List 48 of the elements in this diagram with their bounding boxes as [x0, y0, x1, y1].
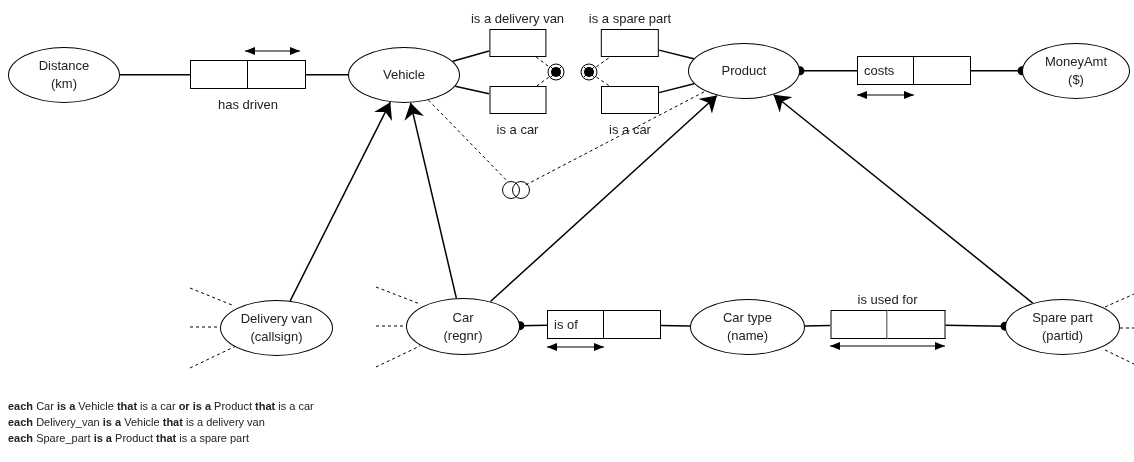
entity-name: MoneyAmt: [1044, 53, 1108, 71]
fact-label: is a car: [496, 122, 539, 138]
equality-constraint-icon: [500, 181, 532, 199]
subtype-arrow: [772, 94, 1034, 304]
entity-ellipse: [220, 300, 333, 356]
role-box: is of: [547, 310, 604, 339]
entity-ellipse: [406, 298, 520, 355]
role-connector: [658, 49, 695, 60]
role-connector: [658, 82, 695, 94]
fact-label: is a delivery van: [470, 11, 565, 27]
exclusion-constraint-icon: [580, 63, 598, 81]
entity-ellipse: [688, 43, 800, 99]
reference-mode: ($): [1068, 71, 1084, 89]
role-connector: [119, 73, 191, 76]
reference-mode: (name): [726, 327, 769, 345]
entity-name: Vehicle: [383, 66, 425, 84]
subtype-arrow: [289, 101, 393, 302]
entity-name: Car: [452, 308, 474, 327]
dotted-constraint-line: [595, 56, 611, 68]
role-connector: [804, 324, 831, 327]
subtype-arrow: [489, 94, 718, 303]
entity-name: Spare part: [1032, 309, 1093, 327]
fact-label: is used for: [857, 292, 918, 308]
entity-name: Car type: [722, 309, 773, 327]
role-connector: [305, 73, 349, 76]
subtype-arrow: [404, 102, 458, 299]
rule-sentence: each Car is a Vehicle that is a car or is a Product that is a car: [8, 399, 314, 414]
fact-label: is a spare part: [588, 11, 672, 27]
entity-name: Delivery van: [240, 310, 313, 328]
fact-label: has driven: [218, 97, 278, 113]
dotted-constraint-line: [535, 56, 550, 68]
fact-label: is a car: [609, 122, 651, 138]
role-connector: [660, 324, 691, 327]
dotted-constraint-line: [525, 90, 706, 186]
entity-name: Product: [721, 62, 767, 80]
entity-ellipse: [348, 47, 460, 103]
exclusion-constraint-icon: [547, 63, 565, 81]
reference-mode: (regnr): [443, 326, 483, 345]
reference-mode: (partid): [1041, 327, 1084, 345]
dotted-constraint-line: [536, 76, 550, 87]
reference-mode: (callsign): [250, 328, 303, 346]
role-connector: [452, 50, 490, 62]
reference-mode: (km): [51, 75, 77, 93]
role-box: costs: [857, 56, 914, 85]
entity-name: Distance: [38, 57, 90, 75]
rule-sentence: each Spare_part is a Product that is a spare part: [8, 431, 250, 446]
rule-sentence: each Delivery_van is a Vehicle that is a delivery van: [8, 415, 266, 430]
dotted-constraint-line: [595, 76, 610, 87]
